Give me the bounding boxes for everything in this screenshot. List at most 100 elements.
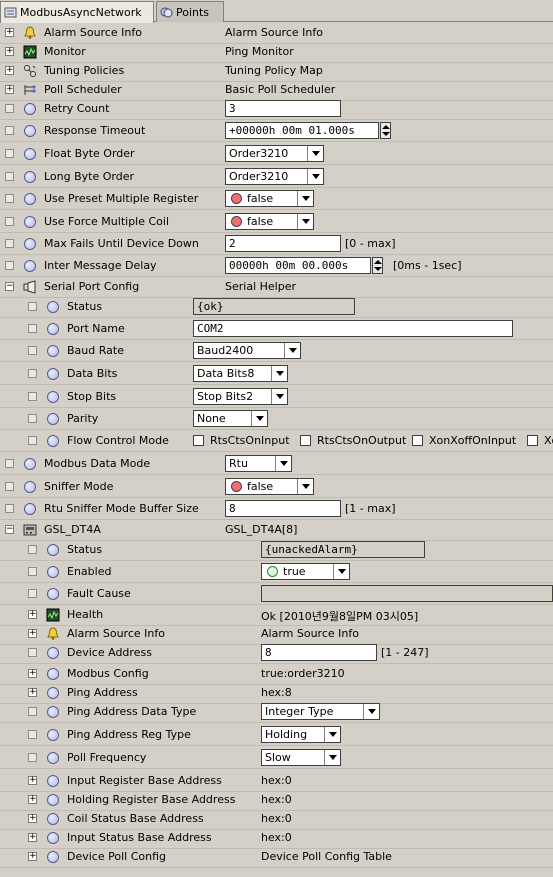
point-icon <box>46 850 60 864</box>
retry-count-field[interactable]: 3 <box>225 100 341 117</box>
row-checkbox[interactable] <box>5 172 14 181</box>
collapse-toggle[interactable]: − <box>5 524 14 534</box>
row-checkbox[interactable] <box>28 346 37 355</box>
expand-toggle[interactable]: + <box>28 687 37 697</box>
flow-control-option-rtsctsonoutput[interactable]: RtsCtsOnOutput <box>300 434 406 447</box>
flow-control-option-rtsctsoninput[interactable]: RtsCtsOnInput <box>193 434 290 447</box>
chevron-down-icon[interactable] <box>271 366 287 381</box>
stop-bits-select[interactable]: Stop Bits2 <box>193 388 288 405</box>
chevron-down-icon[interactable] <box>297 214 313 229</box>
row-checkbox[interactable] <box>28 648 37 657</box>
chevron-down-icon[interactable] <box>324 727 340 742</box>
tab-modbus-async-network[interactable]: ModbusAsyncNetwork <box>0 1 154 23</box>
row-checkbox[interactable] <box>5 504 14 513</box>
max-fails-until-device-down-field[interactable]: 2 <box>225 235 341 252</box>
checkbox[interactable] <box>300 435 311 446</box>
chevron-down-icon[interactable] <box>284 343 300 358</box>
health-icon <box>46 608 60 622</box>
property-name: Device Poll Config <box>67 850 166 863</box>
row-checkbox[interactable] <box>5 149 14 158</box>
row-checkbox[interactable] <box>5 261 14 270</box>
row-checkbox[interactable] <box>28 589 37 598</box>
use-force-multiple-coil-select[interactable]: false <box>225 213 314 230</box>
ping-address-data-type-select[interactable]: Integer Type <box>261 703 380 720</box>
expand-toggle[interactable]: + <box>28 609 37 619</box>
checkbox[interactable] <box>527 435 538 446</box>
row-checkbox[interactable] <box>5 194 14 203</box>
checkbox[interactable] <box>412 435 423 446</box>
property-name: Serial Port Config <box>44 280 140 293</box>
row-checkbox[interactable] <box>5 104 14 113</box>
point-icon <box>23 192 37 206</box>
row-checkbox[interactable] <box>5 482 14 491</box>
row-checkbox[interactable] <box>28 545 37 554</box>
flow-control-option-xo[interactable]: Xo <box>527 434 553 447</box>
row-checkbox[interactable] <box>28 302 37 311</box>
checkbox[interactable] <box>193 435 204 446</box>
row-checkbox[interactable] <box>5 239 14 248</box>
chevron-down-icon[interactable] <box>307 146 323 161</box>
row-checkbox[interactable] <box>28 414 37 423</box>
collapse-toggle[interactable]: − <box>5 281 14 291</box>
expand-toggle[interactable]: + <box>5 46 14 56</box>
poll-frequency-select[interactable]: Slow <box>261 749 341 766</box>
expand-toggle[interactable]: + <box>28 794 37 804</box>
row-checkbox[interactable] <box>28 753 37 762</box>
expand-toggle[interactable]: + <box>28 813 37 823</box>
property-name: Data Bits <box>67 367 118 380</box>
row-checkbox[interactable] <box>28 369 37 378</box>
tab-points[interactable]: Points <box>156 1 224 22</box>
expand-toggle[interactable]: + <box>5 84 14 94</box>
chevron-down-icon[interactable] <box>297 191 313 206</box>
rtu-sniffer-mode-buffer-size-field[interactable]: 8 <box>225 500 341 517</box>
row-checkbox[interactable] <box>28 707 37 716</box>
flow-control-option-xonxoffoninput[interactable]: XonXoffOnInput <box>412 434 516 447</box>
use-preset-multiple-register-select[interactable]: false <box>225 190 314 207</box>
expand-toggle[interactable]: + <box>28 628 37 638</box>
chevron-down-icon[interactable] <box>324 750 340 765</box>
chevron-down-icon[interactable] <box>307 169 323 184</box>
select-value: Data Bits8 <box>197 367 255 380</box>
inter-message-delay-field[interactable]: 00000h 00m 00.000s <box>225 257 371 274</box>
point-icon <box>46 793 60 807</box>
row-checkbox[interactable] <box>5 217 14 226</box>
expand-toggle[interactable]: + <box>28 832 37 842</box>
ping-address-reg-type-select[interactable]: Holding <box>261 726 341 743</box>
row-checkbox[interactable] <box>28 324 37 333</box>
row-checkbox[interactable] <box>28 730 37 739</box>
row-checkbox[interactable] <box>5 126 14 135</box>
modbus-data-mode-select[interactable]: Rtu <box>225 455 292 472</box>
row-checkbox[interactable] <box>28 567 37 576</box>
float-byte-order-select[interactable]: Order3210 <box>225 145 324 162</box>
chevron-down-icon[interactable] <box>333 564 349 579</box>
chevron-down-icon[interactable] <box>275 456 291 471</box>
chevron-down-icon[interactable] <box>271 389 287 404</box>
enabled-select[interactable]: true <box>261 563 350 580</box>
sniffer-mode-select[interactable]: false <box>225 478 314 495</box>
spinner-button[interactable] <box>372 257 383 274</box>
expand-toggle[interactable]: + <box>5 65 14 75</box>
data-bits-select[interactable]: Data Bits8 <box>193 365 288 382</box>
expand-toggle[interactable]: + <box>28 775 37 785</box>
chevron-down-icon[interactable] <box>363 704 379 719</box>
parity-select[interactable]: None <box>193 410 268 427</box>
point-icon <box>23 102 37 116</box>
spinner-button[interactable] <box>380 122 391 139</box>
expand-toggle[interactable]: + <box>28 851 37 861</box>
row-checkbox[interactable] <box>28 436 37 445</box>
property-name: Use Force Multiple Coil <box>44 215 170 228</box>
expand-toggle[interactable]: + <box>5 27 14 37</box>
chevron-down-icon[interactable] <box>251 411 267 426</box>
response-timeout-field[interactable]: +00000h 00m 01.000s <box>225 122 379 139</box>
long-byte-order-select[interactable]: Order3210 <box>225 168 324 185</box>
row-checkbox[interactable] <box>28 392 37 401</box>
row-checkbox[interactable] <box>5 459 14 468</box>
chevron-down-icon[interactable] <box>297 479 313 494</box>
expand-toggle[interactable]: + <box>28 668 37 678</box>
baud-rate-select[interactable]: Baud2400 <box>193 342 301 359</box>
port-name-field[interactable]: COM2 <box>193 320 513 337</box>
device-address-field[interactable]: 8 <box>261 644 377 661</box>
false-status-icon <box>231 481 242 492</box>
